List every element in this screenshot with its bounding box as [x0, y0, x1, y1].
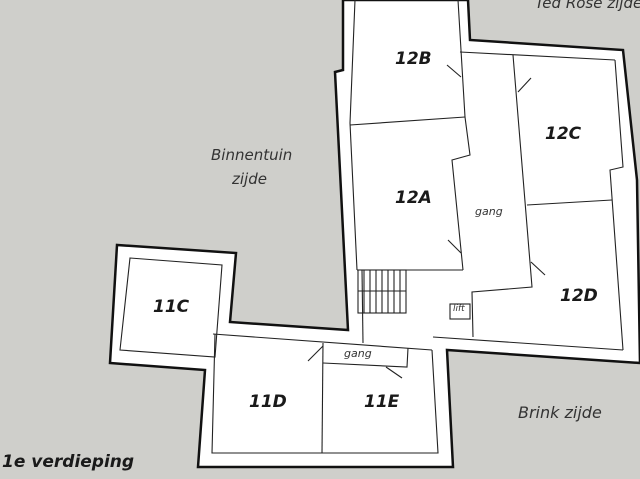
corridor-label-upper: gang	[475, 205, 503, 218]
lift-label: lift	[453, 304, 465, 314]
side-label-binnentuin-1: Binnentuin	[211, 146, 293, 164]
wall-12-left	[349, 0, 358, 271]
door-12B	[446, 64, 462, 78]
room-11E[interactable]: 11E	[364, 392, 400, 412]
room-12A[interactable]: 12A	[395, 188, 432, 208]
door-11E	[385, 366, 403, 379]
wall-12C-12D	[526, 199, 613, 206]
corridor-label-lower: gang	[344, 347, 372, 360]
wall-12CD-right	[609, 59, 624, 351]
room-11D[interactable]: 11D	[249, 392, 287, 412]
door-11D	[307, 345, 324, 362]
wall-gang-right	[471, 54, 533, 338]
wall-12D-bottom	[432, 336, 624, 351]
room-12D[interactable]: 12D	[560, 286, 598, 306]
room-11C[interactable]: 11C	[153, 297, 190, 317]
wall-11D-11E	[321, 342, 324, 454]
wall-gang-top	[459, 51, 616, 61]
side-label-ted-rose: Ted Rose zijde	[535, 0, 640, 12]
door-12A	[447, 239, 462, 254]
wall-12AB-right	[451, 0, 471, 271]
wall-lower-gang	[322, 347, 409, 368]
stairs-icon	[357, 269, 407, 314]
room-12C[interactable]: 12C	[545, 124, 582, 144]
wall-11DE	[211, 333, 439, 454]
wall-lower-corridor	[212, 333, 433, 351]
side-label-binnentuin-2: zijde	[232, 170, 267, 188]
door-12C	[517, 77, 532, 93]
lift-box	[449, 303, 471, 320]
wall-stair-left	[361, 269, 364, 344]
side-label-brink: Brink zijde	[518, 403, 602, 422]
room-12B[interactable]: 12B	[395, 49, 432, 69]
door-12D	[530, 261, 546, 276]
floor-title: 1e verdieping	[2, 452, 135, 472]
wall-12A-12B	[349, 116, 466, 126]
wall-11C	[119, 257, 223, 358]
building-outline	[108, 0, 640, 469]
